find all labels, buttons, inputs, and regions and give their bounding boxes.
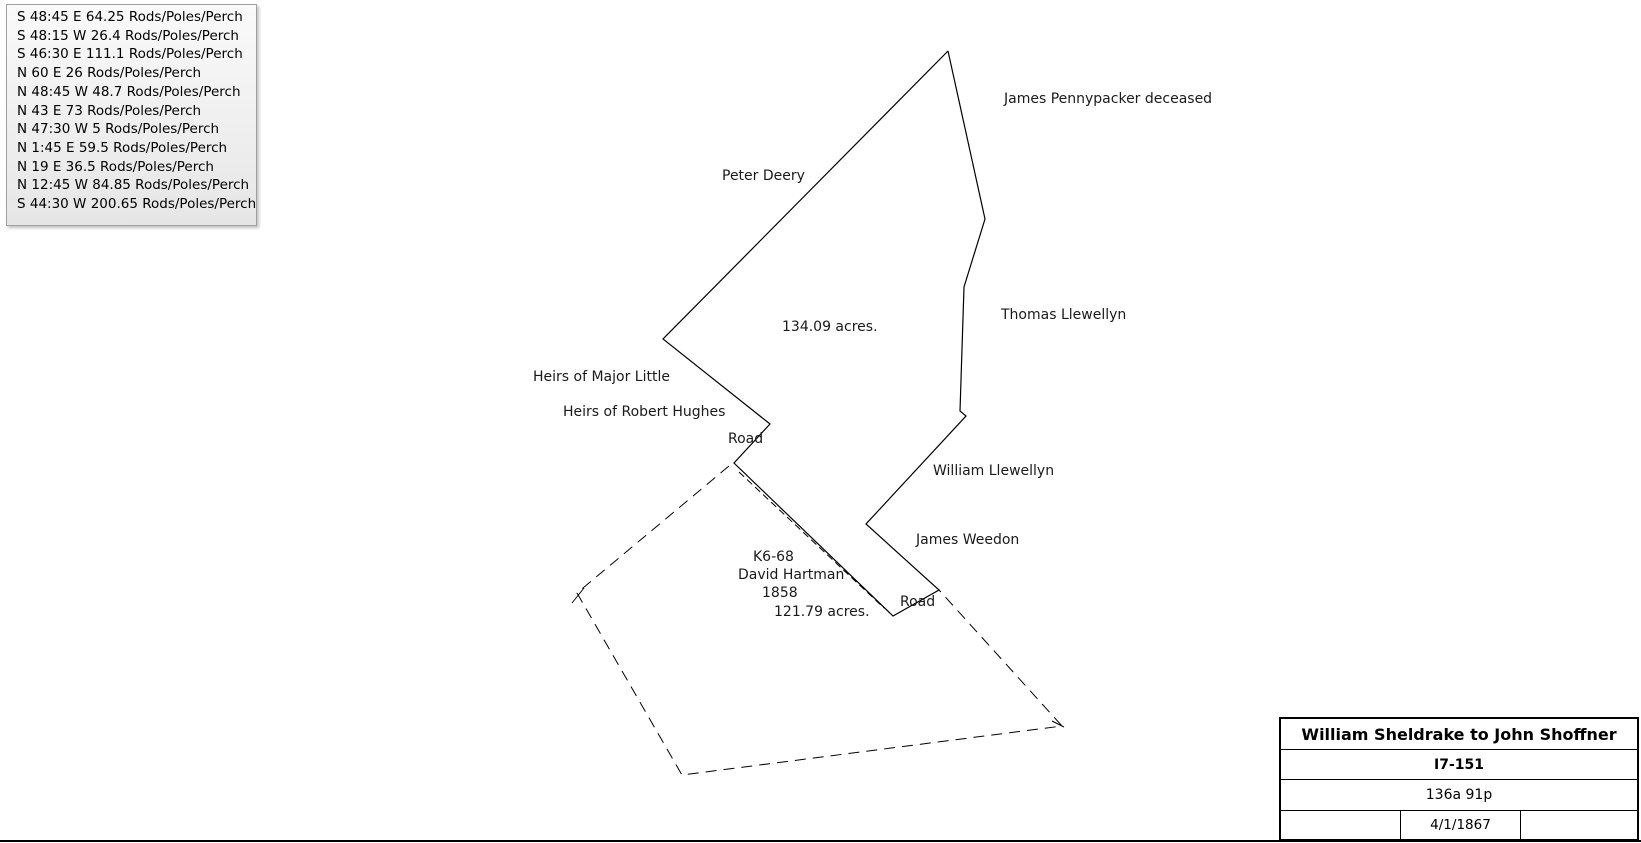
adjacent-ref-label: K6-68 [753, 549, 794, 565]
title-block-cell-right [1521, 811, 1637, 839]
neighbor-label-james-pennypacker: James Pennypacker deceased [1004, 91, 1213, 107]
bearing-item: S 46:30 E 111.1 Rods/Poles/Perch [17, 46, 243, 63]
title-block-title: William Sheldrake to John Shoffner [1281, 719, 1637, 750]
adjacent-parcel-boundary[interactable] [576, 465, 1064, 776]
bearings-list-panel[interactable]: S 48:45 E 64.25 Rods/Poles/Perch S 48:15… [6, 4, 257, 226]
title-block: William Sheldrake to John Shoffner I7-15… [1279, 717, 1639, 841]
title-block-deed-book: I7-151 [1281, 750, 1637, 780]
neighbor-label-thomas-llewellyn: Thomas Llewellyn [1001, 307, 1127, 323]
adjacent-year-label: 1858 [762, 585, 798, 601]
road-label-upper: Road [728, 431, 764, 447]
adjacent-owner-label: David Hartman [738, 567, 845, 583]
corner-tick [571, 587, 585, 604]
title-block-date-row: 4/1/1867 [1281, 811, 1637, 839]
neighbor-label-william-llewellyn: William Llewellyn [933, 463, 1055, 479]
title-block-date: 4/1/1867 [1401, 811, 1521, 839]
neighbor-label-james-weedon: James Weedon [916, 532, 1020, 548]
main-parcel-boundary[interactable] [662, 50, 986, 617]
neighbor-label-heirs-robert-hughes: Heirs of Robert Hughes [563, 404, 726, 420]
neighbor-label-peter-deery: Peter Deery [722, 168, 805, 184]
title-block-area: 136a 91p [1281, 780, 1637, 811]
bearing-item: S 48:15 W 26.4 Rods/Poles/Perch [17, 27, 239, 44]
bearing-item: N 48:45 W 48.7 Rods/Poles/Perch [17, 83, 241, 100]
corner-tick [1051, 720, 1065, 728]
bearing-item: N 43 E 73 Rods/Poles/Perch [17, 102, 202, 119]
main-acreage-label: 134.09 acres. [782, 319, 878, 335]
bottom-border-line [0, 840, 1641, 842]
bearing-item: N 12:45 W 84.85 Rods/Poles/Perch [17, 177, 250, 194]
bearing-item: S 44:30 W 200.65 Rods/Poles/Perch [17, 196, 257, 213]
title-block-cell-left [1281, 811, 1401, 839]
bearing-item: N 1:45 E 59.5 Rods/Poles/Perch [17, 139, 228, 156]
bearing-item: N 19 E 36.5 Rods/Poles/Perch [17, 158, 214, 175]
bearing-item: S 48:45 E 64.25 Rods/Poles/Perch [17, 9, 243, 25]
adjacent-acreage-label: 121.79 acres. [774, 604, 870, 620]
neighbor-label-heirs-major-little: Heirs of Major Little [533, 369, 670, 385]
bearing-item: N 47:30 W 5 Rods/Poles/Perch [17, 121, 220, 138]
bearing-item: N 60 E 26 Rods/Poles/Perch [17, 65, 202, 82]
road-line [738, 471, 885, 609]
road-label-lower: Road [900, 594, 936, 610]
